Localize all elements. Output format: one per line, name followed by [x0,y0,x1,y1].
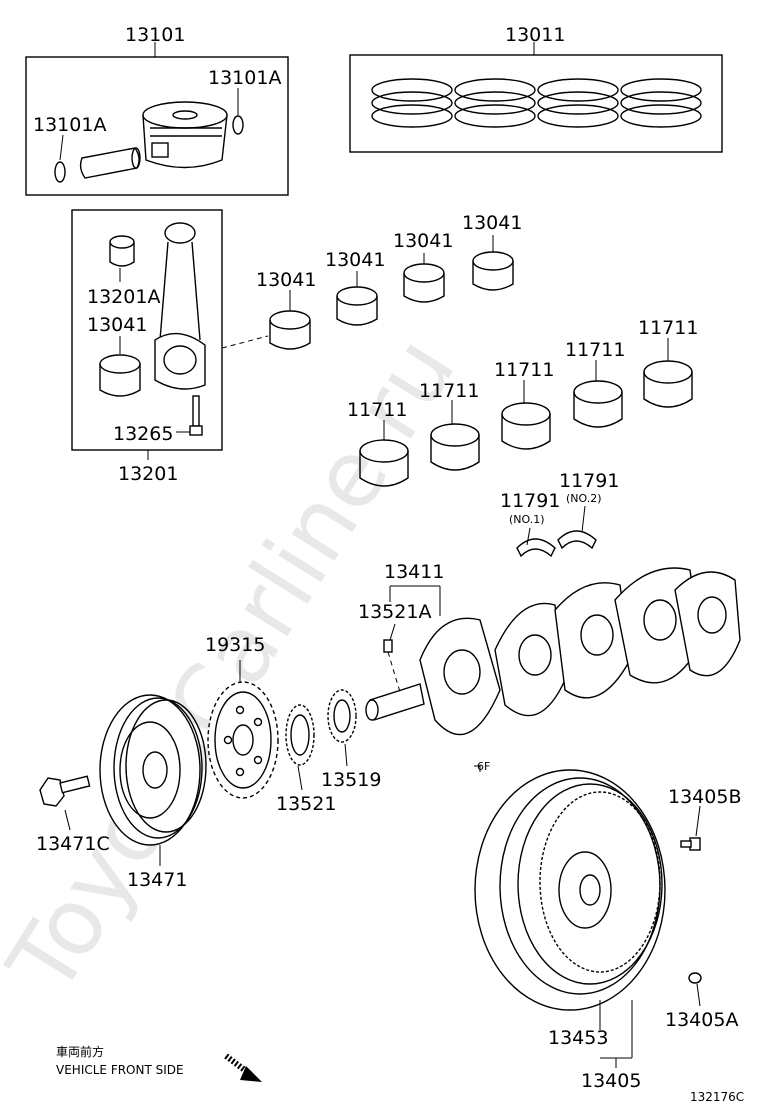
front-arrow-icon [224,1053,262,1082]
label-13453: 13453 [548,1027,608,1049]
label-13201A: 13201A [87,286,160,308]
bearing-13041-d [472,235,514,291]
bearing-11711-a [359,420,409,487]
label-no2-note: (NO.2) [566,492,602,505]
ring-stack-4 [620,78,702,128]
connecting-rod-drawing [154,222,206,390]
label-11711-d: 11711 [565,339,625,361]
label-13011: 13011 [505,24,565,46]
thrust-washer-no1 [516,538,556,558]
label-13041-rod: 13041 [87,314,147,336]
label-11791-no1: 11791 [500,490,560,512]
connecting-rod-frame [71,209,223,451]
label-11711-c: 11711 [494,359,554,381]
label-13265: 13265 [113,423,173,445]
label-13041-c: 13041 [393,230,453,252]
snap-ring-right [232,115,244,135]
timing-rotor-19315 [207,660,279,799]
rod-bearing-row [269,235,514,350]
6f-corner [474,765,481,772]
piston-pin-drawing [79,147,141,179]
label-13101A-left: 13101A [33,114,106,136]
ring-stack-3 [537,78,619,128]
label-11791-no2: 11791 [559,470,619,492]
piston-drawing [142,101,228,169]
bearing-11711-d [573,360,623,428]
label-13405: 13405 [581,1070,641,1092]
ring-stack-2 [454,78,536,128]
sprocket-13519 [327,689,357,767]
bearing-11711-b [430,400,480,471]
bearing-13041-c [403,253,445,303]
crank-key-13521A [383,623,401,693]
label-11711-a: 11711 [347,399,407,421]
label-13471: 13471 [127,869,187,891]
label-11711-b: 11711 [419,380,479,402]
label-13411: 13411 [384,561,444,583]
label-13405A: 13405A [665,1009,738,1031]
diagram-id: 132176C [690,1090,744,1104]
snap-ring-left [54,161,66,183]
thrust-washer-no2 [557,530,597,550]
bearing-13041-b [336,271,378,326]
label-13041-d: 13041 [462,212,522,234]
piston-ring-set [349,42,723,153]
piston-group-frame [25,56,289,196]
piston-ring-frame [349,54,723,153]
flywheel-bolt-13405B [680,805,701,851]
label-13201: 13201 [118,463,178,485]
flywheel-pin-13405A [688,972,702,1007]
label-13101A-right: 13101A [208,67,281,89]
connecting-rod-group [71,209,223,460]
bushing-drawing [109,235,135,267]
label-13519: 13519 [321,769,381,791]
label-19315: 19315 [205,634,265,656]
sprocket-13521 [285,704,315,791]
vehicle-front-jp: 車両前方 [56,1044,104,1059]
pulley-bolt-13471C [39,775,91,831]
rod-bearing-drawing [99,354,141,397]
label-13101: 13101 [125,24,185,46]
label-13041-a: 13041 [256,269,316,291]
flywheel-group [474,765,666,1068]
label-13405B: 13405B [668,786,741,808]
piston-group [25,42,289,196]
thrust-washers [516,505,597,558]
bearing-11711-c [501,380,551,450]
rod-bolt-drawing [176,395,203,436]
label-13521A: 13521A [358,601,431,623]
ring-stack-1 [371,78,453,128]
main-bearing-row [359,338,693,487]
label-13041-b: 13041 [325,249,385,271]
crankshaft-drawing [365,567,741,736]
label-11711-e: 11711 [638,317,698,339]
crank-pulley-13471 [99,694,207,866]
label-6F: 6F [477,760,490,773]
label-13521: 13521 [276,793,336,815]
label-13471C: 13471C [36,833,110,855]
bearing-13041-a [269,290,311,350]
rod-to-bearing-dashline [221,335,269,349]
bearing-11711-e [643,338,693,408]
label-no1-note: (NO.1) [509,513,545,526]
vehicle-front-en: VEHICLE FRONT SIDE [56,1063,184,1077]
